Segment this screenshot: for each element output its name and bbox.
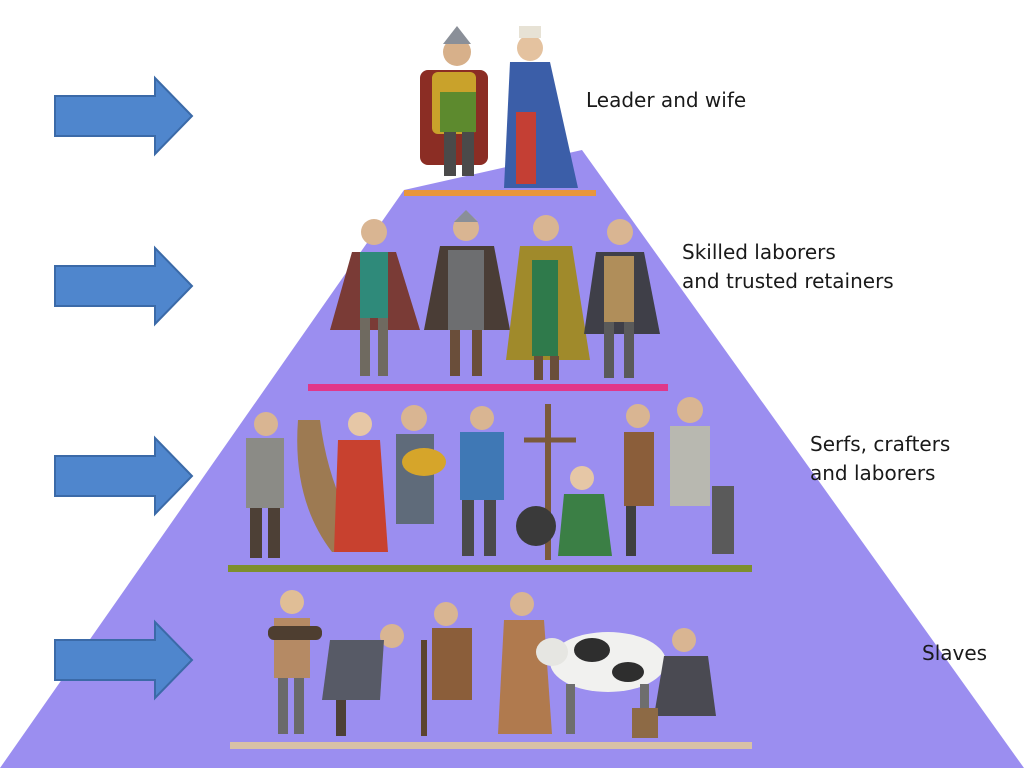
serfs-crafters-laborers-figures: [246, 397, 734, 560]
leader-and-wife-figures: [420, 26, 578, 188]
tier-label-slaves: Slaves: [922, 641, 988, 665]
tier-shelf-serfs: [228, 565, 752, 572]
arrow-right-icon: [54, 75, 194, 157]
pyramid-shape: [0, 150, 1024, 768]
tier-label-skilled-laborers: Skilled laborers and trusted retainers: [682, 240, 894, 293]
slaves-figures: [268, 590, 716, 738]
arrow-right-icon: [54, 245, 194, 327]
tier-shelf-skilled-laborers: [308, 384, 668, 391]
arrow-right-icon: [54, 435, 194, 517]
tier-label-leader: Leader and wife: [586, 88, 747, 112]
tier-shelf-slaves: [230, 742, 752, 749]
arrow-right-icon: [54, 619, 194, 701]
skilled-laborers-figures: [330, 210, 660, 380]
tier-label-serfs: Serfs, crafters and laborers: [810, 432, 951, 485]
tier-shelf-leader: [404, 190, 596, 196]
